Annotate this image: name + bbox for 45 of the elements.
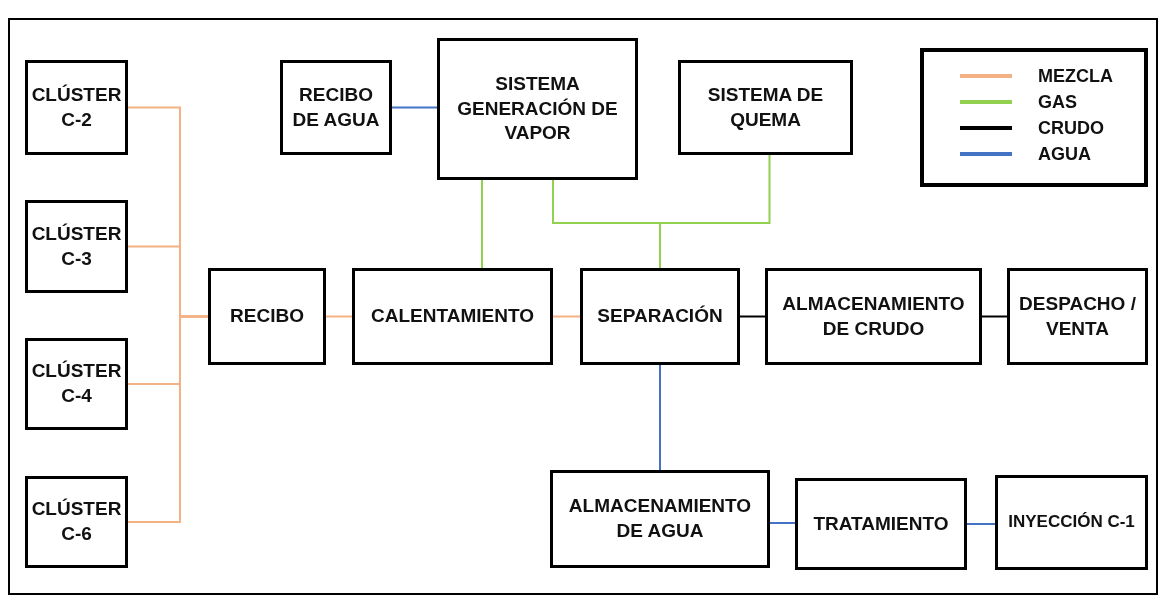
process-box bbox=[1007, 268, 1148, 365]
connector-line bbox=[981, 315, 1008, 318]
box-label: SISTEMA DE QUEMA bbox=[706, 82, 825, 132]
process-box bbox=[550, 470, 770, 568]
process-box bbox=[580, 268, 740, 365]
process-box bbox=[208, 268, 326, 365]
connector-line bbox=[127, 315, 209, 523]
process-box bbox=[25, 200, 128, 293]
box-label: CLÚSTER C-2 bbox=[31, 82, 122, 132]
box-label: CLÚSTER C-4 bbox=[31, 359, 122, 408]
connector-line bbox=[966, 523, 996, 525]
box-label: ALMACENAMIENTO DE AGUA bbox=[567, 494, 753, 543]
process-box bbox=[765, 268, 982, 365]
process-box bbox=[280, 60, 392, 155]
box-label: CALENTAMIENTO bbox=[371, 304, 534, 329]
box-label: CLÚSTER C-3 bbox=[31, 221, 122, 271]
process-box bbox=[795, 478, 967, 570]
legend-label: GAS bbox=[1038, 91, 1077, 114]
process-box bbox=[25, 476, 128, 568]
connector-line bbox=[391, 106, 438, 109]
legend-label: MEZCLA bbox=[1038, 65, 1113, 88]
box-label: TRATAMIENTO bbox=[813, 511, 949, 536]
box-label: SISTEMA GENERACIÓN DE VAPOR bbox=[456, 71, 619, 146]
box-label: RECIBO DE AGUA bbox=[291, 82, 381, 132]
process-box bbox=[352, 268, 553, 365]
box-label: SEPARACIÓN bbox=[597, 304, 723, 329]
connector-line bbox=[552, 315, 581, 318]
connector-line bbox=[769, 522, 796, 524]
process-box bbox=[25, 338, 128, 430]
box-label: INYECCIÓN C-1 bbox=[1008, 511, 1135, 534]
process-box bbox=[25, 60, 128, 155]
box-label: ALMACENAMIENTO DE CRUDO bbox=[781, 291, 966, 341]
process-box bbox=[995, 475, 1148, 570]
legend-label: CRUDO bbox=[1038, 117, 1104, 140]
connector-line bbox=[659, 154, 771, 269]
connector-line bbox=[481, 179, 483, 269]
box-label: CLÚSTER C-6 bbox=[31, 497, 122, 546]
process-box bbox=[437, 38, 638, 180]
connector-line bbox=[739, 315, 766, 318]
box-label: DESPACHO / VENTA bbox=[1018, 291, 1137, 341]
process-box bbox=[678, 60, 853, 155]
connector-line bbox=[325, 315, 353, 318]
legend-label: AGUA bbox=[1038, 143, 1091, 166]
connector-line bbox=[659, 364, 661, 471]
box-label: RECIBO bbox=[230, 304, 304, 329]
